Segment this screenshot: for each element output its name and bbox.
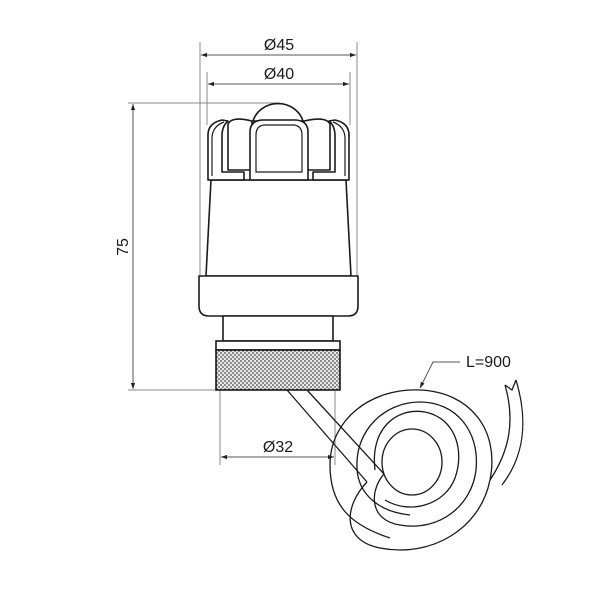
actuator-collar	[198, 275, 359, 317]
actuator-body	[205, 179, 352, 277]
cable-length-label: L=900	[466, 354, 511, 371]
cap-fin-center	[249, 119, 309, 181]
cap-fin-right	[312, 119, 350, 181]
dimension-outer-diameter: Ø45	[199, 37, 358, 280]
actuator-neck	[222, 315, 334, 342]
actuator	[198, 102, 359, 391]
dimension-cable-length: L=900	[419, 354, 511, 389]
nut-diameter-label: Ø32	[263, 439, 293, 456]
height-label: 75	[115, 238, 132, 256]
outer-diameter-label: Ø45	[264, 37, 294, 54]
dimension-inner-diameter: Ø40	[206, 66, 351, 125]
knurled-nut	[215, 340, 341, 391]
dimension-height: 75	[115, 102, 280, 391]
cap-fin-left	[207, 119, 245, 181]
cable-coil	[286, 379, 524, 551]
indicator-dome-icon	[252, 102, 304, 122]
inner-diameter-label: Ø40	[264, 66, 294, 83]
dimension-nut-diameter: Ø32	[219, 391, 336, 465]
